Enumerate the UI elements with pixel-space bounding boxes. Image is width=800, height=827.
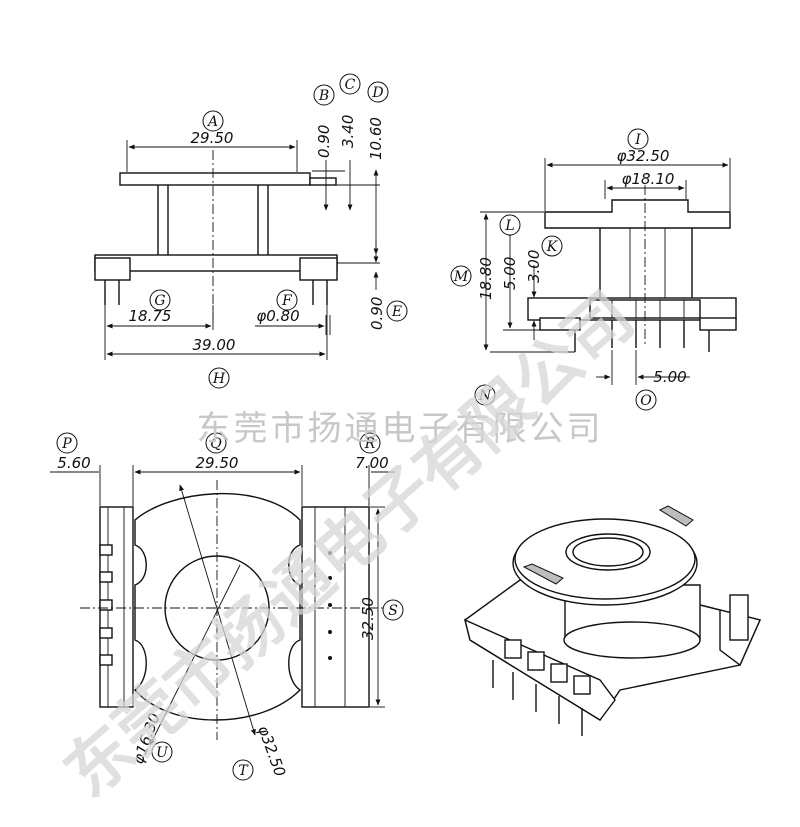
callout-u	[151, 741, 173, 763]
label-g: G	[154, 293, 165, 309]
dim-q-value: 29.50	[196, 454, 239, 472]
callout-c	[339, 73, 361, 95]
dim-k-value: 3.00	[525, 250, 543, 283]
label-q: Q	[210, 436, 222, 452]
dim-a-value: 29.50	[191, 129, 234, 147]
label-k: K	[546, 239, 559, 255]
label-l: L	[504, 218, 514, 234]
label-e: E	[391, 304, 402, 320]
dim-l-value: 5.00	[501, 257, 519, 290]
label-t: T	[238, 763, 249, 779]
callout-g	[149, 289, 171, 311]
callout-f	[276, 289, 298, 311]
callout-o	[635, 389, 657, 411]
callout-i	[627, 128, 649, 150]
dim-b-value: 0.90	[315, 125, 333, 158]
label-p: P	[61, 436, 72, 452]
dim-m-value: 18.80	[477, 257, 495, 300]
label-s: S	[388, 603, 398, 619]
front-view: 29.50 A 0.90 3.40 10.60 B C D 0.90 E 18.…	[94, 73, 408, 389]
label-d: D	[371, 85, 383, 101]
callout-a	[202, 110, 224, 132]
dim-c-value: 3.40	[339, 115, 357, 148]
label-a: A	[206, 114, 218, 130]
dim-i-inner-value: φ18.10	[622, 170, 675, 188]
callout-m	[450, 265, 472, 287]
label-o: O	[640, 393, 652, 409]
label-m: M	[453, 269, 469, 285]
dim-r-value: 7.00	[355, 454, 388, 472]
dim-g-value: 18.75	[129, 307, 172, 325]
dim-h-value: 39.00	[193, 336, 236, 354]
callout-k	[541, 235, 563, 257]
dim-p-value: 5.60	[57, 454, 90, 472]
dim-i-outer-value: φ32.50	[617, 147, 670, 165]
label-c: C	[345, 77, 356, 93]
label-n: N	[478, 388, 492, 404]
dim-e-value: 0.90	[368, 297, 386, 330]
label-u: U	[156, 745, 169, 761]
callout-e	[386, 300, 408, 322]
callout-p	[56, 432, 78, 454]
callout-t	[232, 759, 254, 781]
dim-t-value: φ32.50	[254, 723, 289, 779]
watermark-text-horizontal: 东莞市扬通电子有限公司	[197, 409, 604, 449]
label-f: F	[281, 293, 293, 309]
callout-q	[205, 432, 227, 454]
callout-l	[499, 214, 521, 236]
callout-n	[474, 384, 496, 406]
dim-f-value: φ0.80	[256, 307, 299, 325]
side-view: φ32.50 φ18.10 I 18.80 M 5.00 L 3.00 K N …	[450, 128, 737, 411]
label-r: R	[364, 436, 376, 452]
callout-s	[382, 599, 404, 621]
dim-s-value: 32.50	[359, 597, 377, 640]
callout-r	[359, 432, 381, 454]
label-b: B	[318, 88, 329, 104]
label-i: I	[634, 132, 641, 148]
callout-b	[313, 84, 335, 106]
dim-d-value: 10.60	[367, 117, 385, 160]
label-h: H	[212, 371, 226, 387]
dim-o-value: 5.00	[653, 368, 686, 386]
isometric-view	[463, 505, 761, 736]
callout-h	[208, 367, 230, 389]
callout-d	[367, 81, 389, 103]
